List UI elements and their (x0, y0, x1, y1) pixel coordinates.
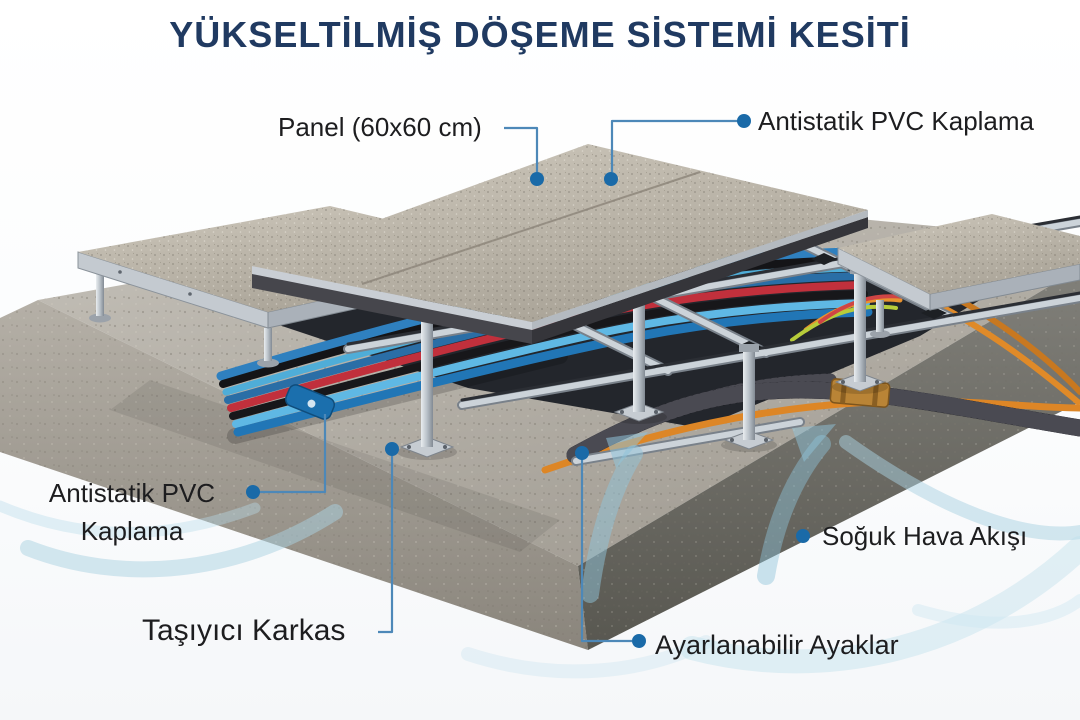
pvc-top-dot-text (737, 114, 751, 128)
panel-label: Panel (60x60 cm) (278, 112, 482, 142)
leader-dots (246, 114, 810, 648)
pvc-left-dot (246, 485, 260, 499)
feet-dot-text (632, 634, 646, 648)
panel-seam (361, 171, 701, 285)
antistatic-pvc-left-line2: Kaplama (80, 516, 184, 546)
frame-leader (378, 456, 394, 634)
panel-dot (530, 172, 544, 186)
support-frame-label: Taşıyıcı Karkas (142, 614, 346, 647)
airflow-arrows (0, 424, 1080, 679)
pedestal (721, 344, 777, 452)
cable-clamp (284, 384, 336, 420)
page-title: YÜKSELTİLMİŞ DÖŞEME SİSTEMİ KESİTİ (169, 14, 911, 55)
cold-air-bullet (796, 529, 810, 543)
pedestal (397, 306, 457, 460)
feet-leader (580, 453, 632, 643)
cable-ledge-shadow (110, 380, 560, 552)
floor-panel-right-assembly (837, 214, 1080, 338)
floor-panel-main (252, 144, 868, 344)
antistatic-pvc-left-line1: Antistatik PVC (48, 478, 216, 508)
pvc-left-leader (253, 414, 327, 494)
corrugated-conduits (541, 289, 1080, 474)
antistatic-pvc-left-label: Antistatik PVC Kaplama (28, 474, 236, 550)
wire-green (790, 304, 898, 342)
pvc-top-leader (610, 119, 744, 172)
frame-dot (385, 442, 399, 456)
pvc-top-dot-target (604, 172, 618, 186)
antistatic-pvc-top-label: Antistatik PVC Kaplama (758, 106, 1035, 136)
feet-dot-target (575, 446, 589, 460)
adjustable-feet-label: Ayarlanabilir Ayaklar (655, 630, 899, 660)
leader-lines (253, 119, 744, 643)
cold-air-flow-label: Soğuk Hava Akışı (822, 521, 1028, 551)
panel-leader (504, 126, 539, 172)
